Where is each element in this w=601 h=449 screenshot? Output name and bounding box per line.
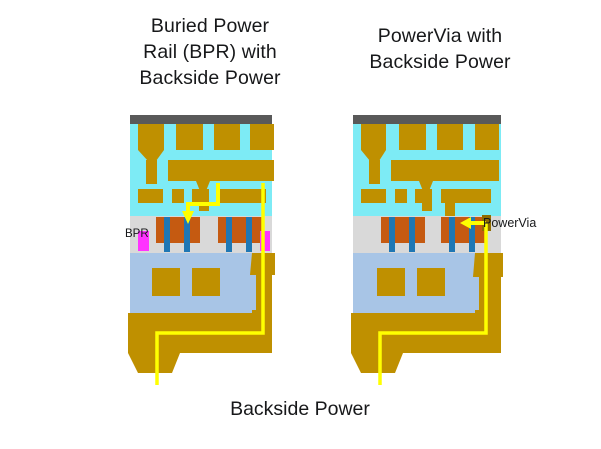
metal-top-pad-2 (176, 124, 203, 150)
metal-top-pad-3 (214, 124, 240, 150)
metal-top-pad-3 (437, 124, 463, 150)
bpr-cross-section-diagram (100, 105, 300, 390)
powervia-annotation-label: PowerVia (483, 216, 537, 230)
source-drain-epi-1 (381, 217, 425, 243)
backside-power-plate (128, 313, 272, 373)
contact-fin-1 (389, 217, 395, 252)
right-panel-title: PowerVia with Backside Power (369, 25, 511, 73)
metal-wide-bar (168, 160, 274, 181)
contact-fin-4 (246, 217, 252, 252)
left-panel-title: Buried Power Rail (BPR) with Backside Po… (139, 15, 281, 89)
contact-fin-2 (409, 217, 415, 252)
powervia-cross-section-diagram (323, 105, 523, 390)
contact-fin-2 (184, 217, 190, 252)
metal-top-pad-1 (138, 124, 164, 150)
contact-fin-3 (449, 217, 455, 252)
figure-caption: Backside Power (230, 398, 370, 420)
bpr-cross-section-svg (128, 115, 275, 385)
substrate-metal-block-2 (417, 268, 445, 296)
power-route-upper (186, 183, 220, 213)
buried-power-rail-left (138, 231, 149, 251)
metal-stub-left (369, 160, 380, 184)
metal-taper-via-left (138, 150, 164, 161)
power-route-backside (155, 183, 265, 385)
metal-low-via-center (422, 189, 432, 211)
metal-low-pad-1 (138, 189, 163, 203)
metal-low-via-center (199, 189, 209, 211)
contact-fin-3 (226, 217, 232, 252)
source-drain-epi-2 (441, 217, 485, 243)
backside-power-plate (351, 313, 501, 373)
metal-low-via-right (445, 201, 455, 217)
metal-low-pad-1 (361, 189, 386, 203)
top-passivation-bar (130, 115, 272, 124)
contact-fin-1 (164, 217, 170, 252)
metal-top-pad-1 (361, 124, 386, 150)
power-route-arrowhead (182, 211, 194, 224)
substrate-metal-block-1 (152, 268, 180, 296)
substrate-metal-block-2 (192, 268, 220, 296)
contact-fin-4 (469, 217, 475, 252)
metal-low-pad-4 (441, 189, 491, 203)
backside-power-pillar-top (473, 253, 503, 277)
bpr-annotation-label: BPR (125, 228, 149, 240)
substrate-metal-block-1 (377, 268, 405, 296)
metal-taper-via-center (419, 181, 433, 191)
metal-wide-bar (391, 160, 499, 181)
buried-power-rail-right (260, 231, 270, 251)
metal-stub-left (146, 160, 157, 184)
power-route-backside (378, 223, 488, 385)
metal-low-pad-4 (218, 189, 266, 203)
metal-low-pad-2 (395, 189, 407, 203)
powervia-callout-arrowhead (460, 217, 471, 229)
metal-low-pad-2 (172, 189, 184, 203)
metal-top-pad-4 (475, 124, 499, 150)
metal-top-pad-2 (399, 124, 426, 150)
source-drain-epi-1 (156, 217, 200, 243)
top-passivation-bar (353, 115, 501, 124)
powervia-cross-section-svg (351, 115, 503, 385)
source-drain-epi-2 (218, 217, 262, 243)
metal-top-pad-4 (250, 124, 274, 150)
metal-taper-via-center (196, 181, 210, 191)
metal-taper-via-left (361, 150, 386, 161)
